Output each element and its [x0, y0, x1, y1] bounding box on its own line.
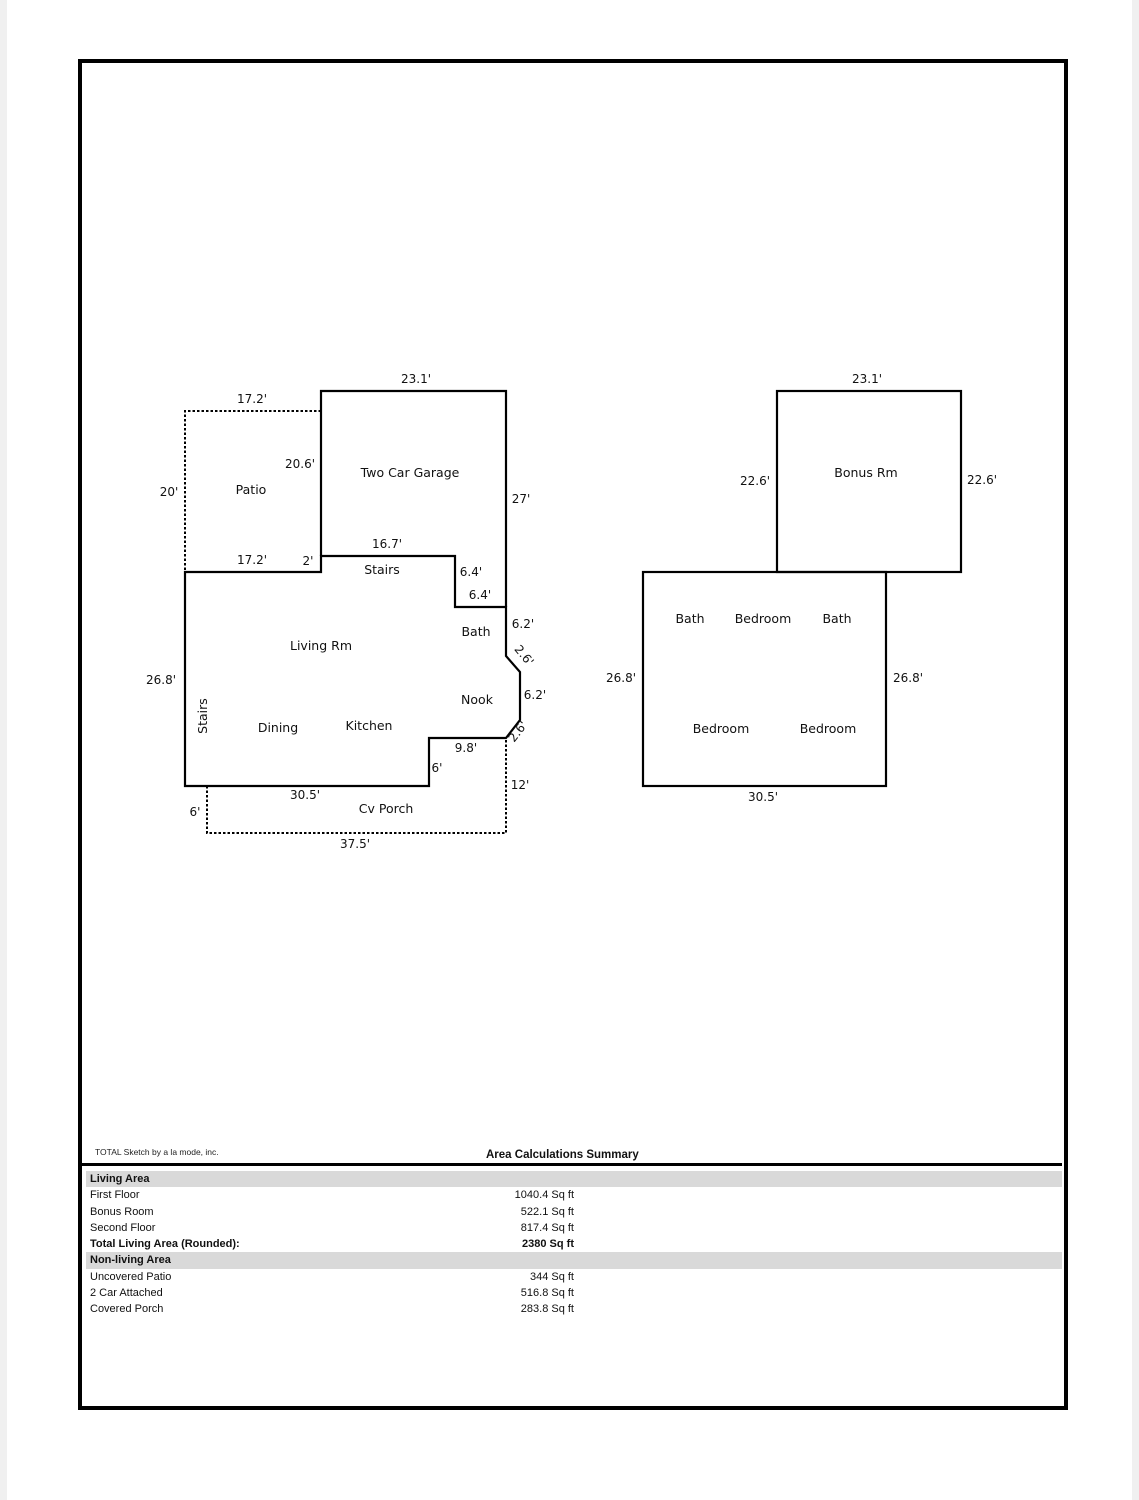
dim-porch-right: 12' — [511, 778, 530, 792]
row-value: 283.8 Sq ft — [520, 1303, 574, 1316]
total-living-row: Total Living Area (Rounded): 2380 Sq ft — [86, 1236, 1062, 1252]
dim-bonus-left: 22.6' — [740, 474, 770, 488]
table-row: First Floor 1040.4 Sq ft — [86, 1187, 1062, 1203]
summary-title: Area Calculations Summary — [486, 1149, 639, 1161]
room-bedroom-right: Bedroom — [800, 721, 857, 736]
room-kitchen: Kitchen — [346, 718, 393, 733]
dim-garage-top: 23.1' — [401, 372, 431, 386]
table-row: 2 Car Attached 516.8 Sq ft — [86, 1285, 1062, 1301]
row-value: 516.8 Sq ft — [520, 1287, 574, 1300]
room-bath-right: Bath — [822, 611, 851, 626]
software-credit: TOTAL Sketch by a la mode, inc. — [95, 1147, 219, 1157]
non-living-area-header: Non-living Area — [86, 1252, 1062, 1269]
main-floor-outline — [183, 554, 522, 788]
dim-second-bottom: 30.5' — [748, 790, 778, 804]
room-bath: Bath — [461, 624, 490, 639]
area-summary-table: Living Area First Floor 1040.4 Sq ft Bon… — [86, 1171, 1062, 1318]
dim-patio-left: 20' — [160, 485, 179, 499]
dim-second-right: 26.8' — [893, 671, 923, 685]
row-label: First Floor — [90, 1189, 140, 1202]
room-dining: Dining — [258, 720, 298, 735]
dim-bonus-top: 23.1' — [852, 372, 882, 386]
dim-stairs-top: 16.7' — [372, 537, 402, 551]
table-row: Bonus Room 522.1 Sq ft — [86, 1204, 1062, 1220]
page-edge-right — [1132, 0, 1139, 1500]
second-floor-outline — [641, 570, 888, 788]
living-area-header: Living Area — [86, 1171, 1062, 1188]
dim-patio-right: 20.6' — [285, 457, 315, 471]
garage-outline — [319, 389, 508, 607]
summary-divider — [82, 1163, 1062, 1166]
room-stairs-top: Stairs — [364, 562, 400, 577]
dim-patio-top: 17.2' — [237, 392, 267, 406]
dim-living-left: 26.8' — [146, 673, 176, 687]
row-label: Total Living Area (Rounded): — [90, 1238, 240, 1251]
room-bedroom-top: Bedroom — [735, 611, 792, 626]
dim-diag-upper: 2.6' — [512, 642, 537, 668]
dim-kitchen-bottom: 9.8' — [455, 741, 477, 755]
row-label: Second Floor — [90, 1221, 156, 1234]
bonus-room-outline — [775, 389, 963, 574]
row-value: 522.1 Sq ft — [520, 1205, 574, 1218]
row-value: 2380 Sq ft — [522, 1238, 574, 1251]
row-value: 1040.4 Sq ft — [514, 1189, 574, 1202]
section-label: Living Area — [90, 1173, 150, 1185]
dim-bath-right: 6.2' — [512, 617, 534, 631]
dim-step-6-4-a: 6.4' — [460, 565, 482, 579]
room-nook: Nook — [461, 692, 494, 707]
row-value: 344 Sq ft — [529, 1270, 574, 1283]
room-bonus: Bonus Rm — [834, 465, 897, 480]
room-stairs-side: Stairs — [195, 698, 210, 734]
table-row: Second Floor 817.4 Sq ft — [86, 1220, 1062, 1236]
dim-step-2: 2' — [303, 554, 314, 568]
dim-main-bottom: 30.5' — [290, 788, 320, 802]
dim-kitchen-step: 6' — [432, 761, 443, 775]
dim-step-6-4-b: 6.4' — [469, 588, 491, 602]
row-label: Bonus Room — [90, 1205, 154, 1218]
dim-diag-lower: 2.6' — [505, 718, 530, 744]
porch-outline — [206, 738, 507, 834]
dim-patio-bottom: 17.2' — [237, 553, 267, 567]
dim-porch-left: 6' — [190, 805, 201, 819]
row-label: 2 Car Attached — [90, 1287, 163, 1300]
dim-second-left: 26.8' — [606, 671, 636, 685]
room-two-car-garage: Two Car Garage — [360, 465, 460, 480]
dim-porch-bottom: 37.5' — [340, 837, 370, 851]
first-floor: Patio Two Car Garage Stairs Living Rm Ba… — [146, 372, 546, 851]
dim-nook-right: 6.2' — [524, 688, 546, 702]
room-bath-left: Bath — [675, 611, 704, 626]
row-value: 817.4 Sq ft — [520, 1221, 574, 1234]
dim-garage-right: 27' — [512, 492, 531, 506]
room-cv-porch: Cv Porch — [359, 801, 414, 816]
room-patio: Patio — [236, 482, 267, 497]
dim-bonus-right: 22.6' — [967, 473, 997, 487]
room-bedroom-left: Bedroom — [693, 721, 750, 736]
page-edge-left — [0, 0, 7, 1500]
section-label: Non-living Area — [90, 1254, 171, 1267]
table-row: Covered Porch 283.8 Sq ft — [86, 1301, 1062, 1317]
second-floor: Bonus Rm Bath Bedroom Bath Bedroom Bedro… — [606, 372, 997, 804]
row-label: Uncovered Patio — [90, 1270, 172, 1283]
table-row: Uncovered Patio 344 Sq ft — [86, 1269, 1062, 1285]
room-living: Living Rm — [290, 638, 352, 653]
row-label: Covered Porch — [90, 1303, 164, 1316]
